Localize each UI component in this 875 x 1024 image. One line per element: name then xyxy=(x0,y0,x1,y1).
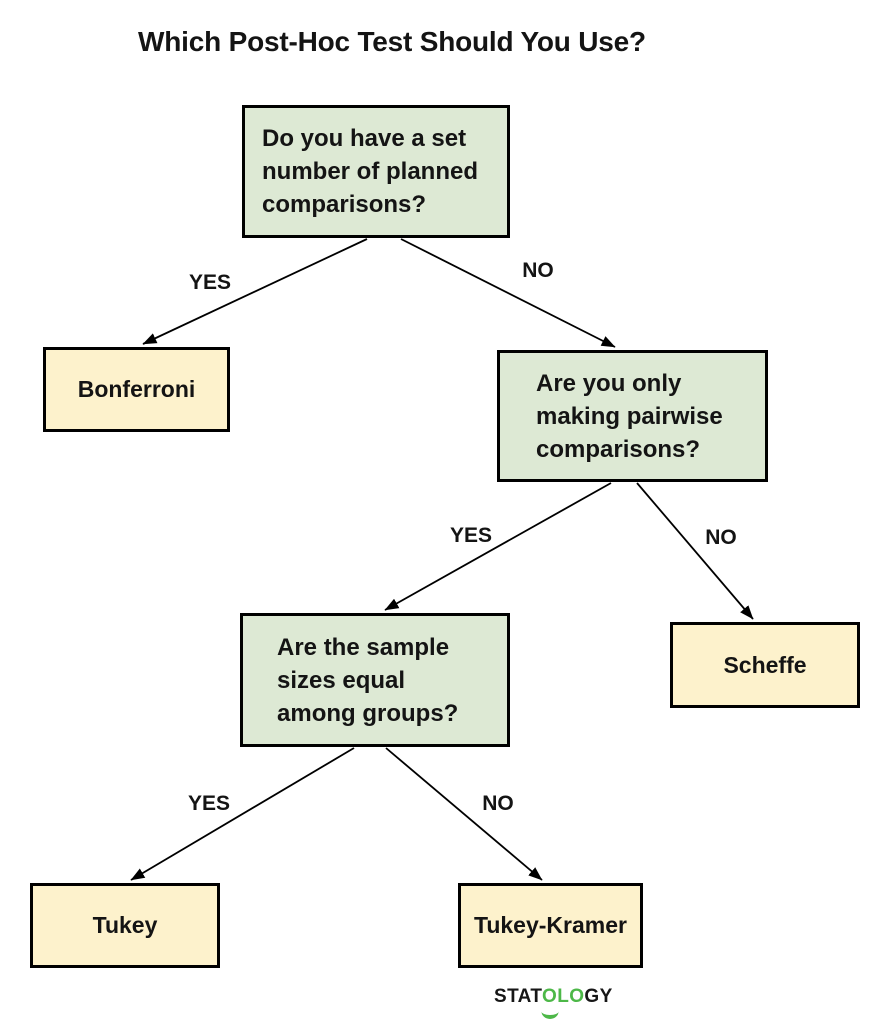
edge-label-q1-no: NO xyxy=(522,259,554,282)
logo-segment-stat: STAT xyxy=(494,986,543,1007)
smiley-icon xyxy=(541,1004,559,1019)
edge-label-q3-yes: YES xyxy=(187,792,231,815)
edge-line-q2-yes xyxy=(384,482,612,611)
edge-line-q3-no xyxy=(385,747,543,881)
question-node-planned-comparisons: Do you have a set number of planned comp… xyxy=(242,105,510,238)
question-node-equal-sample-sizes: Are the sample sizes equal among groups? xyxy=(240,613,510,747)
logo-segment-olo: OLO xyxy=(542,986,585,1007)
statology-logo: STATOLOGY xyxy=(494,986,612,1019)
logo-segment-gy: GY xyxy=(584,986,613,1007)
answer-node-bonferroni: Bonferroni xyxy=(43,347,230,432)
answer-node-tukey-kramer: Tukey-Kramer xyxy=(458,883,643,968)
edge-label-q3-no: NO xyxy=(482,792,514,815)
edge-line-q1-no xyxy=(400,238,616,348)
edge-label-q1-yes: YES xyxy=(188,271,232,294)
edge-label-q2-no: NO xyxy=(705,526,737,549)
answer-node-tukey: Tukey xyxy=(30,883,220,968)
question-node-pairwise-comparisons: Are you only making pairwise comparisons… xyxy=(497,350,768,482)
answer-node-scheffe: Scheffe xyxy=(670,622,860,708)
edge-line-q3-yes xyxy=(130,747,355,881)
page-title: Which Post-Hoc Test Should You Use? xyxy=(138,26,646,57)
edge-line-q2-no xyxy=(636,482,754,620)
edge-line-q1-yes xyxy=(142,238,368,345)
edge-label-q2-yes: YES xyxy=(449,524,493,547)
